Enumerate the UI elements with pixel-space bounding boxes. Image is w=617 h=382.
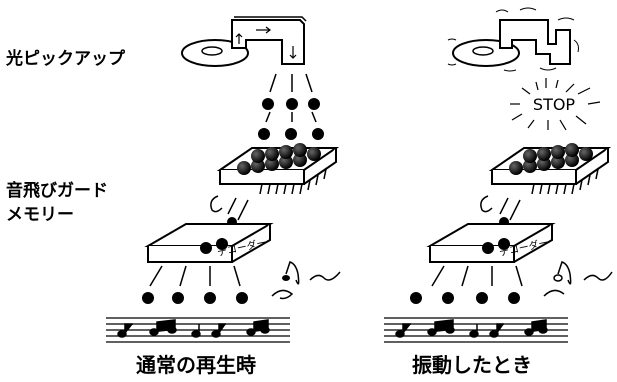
data-ball-icon xyxy=(142,292,248,304)
memory-chip-icon xyxy=(210,143,340,213)
stop-label: STOP xyxy=(533,95,576,114)
skip-guard-label-line1: 音飛びガード xyxy=(6,180,108,201)
pickup-arm-icon xyxy=(495,7,579,71)
caption-normal: 通常の再生時 xyxy=(136,353,256,377)
decoder-box-icon: デコーダー xyxy=(426,223,556,263)
decoder-box-icon: デコーダー xyxy=(144,223,274,263)
stop-burst-icon: STOP xyxy=(510,78,601,131)
normal-playback-panel: デコーダー xyxy=(106,16,341,377)
music-note-icon xyxy=(271,261,341,300)
data-stream-lines xyxy=(265,73,317,123)
music-note-icon xyxy=(543,261,613,297)
optical-pickup-label: 光ピックアップ xyxy=(5,48,126,69)
data-ball-icon xyxy=(410,292,520,304)
vibration-panel: STOP xyxy=(384,7,613,377)
staff-icon xyxy=(384,317,568,343)
pickup-arm-icon xyxy=(231,16,307,65)
memory-chip-icon xyxy=(480,143,612,213)
skip-guard-label-line2: メモリー xyxy=(6,205,74,225)
staff-icon xyxy=(106,317,290,343)
caption-vibration: 振動したとき xyxy=(412,353,532,377)
data-ball-icon xyxy=(258,98,324,140)
